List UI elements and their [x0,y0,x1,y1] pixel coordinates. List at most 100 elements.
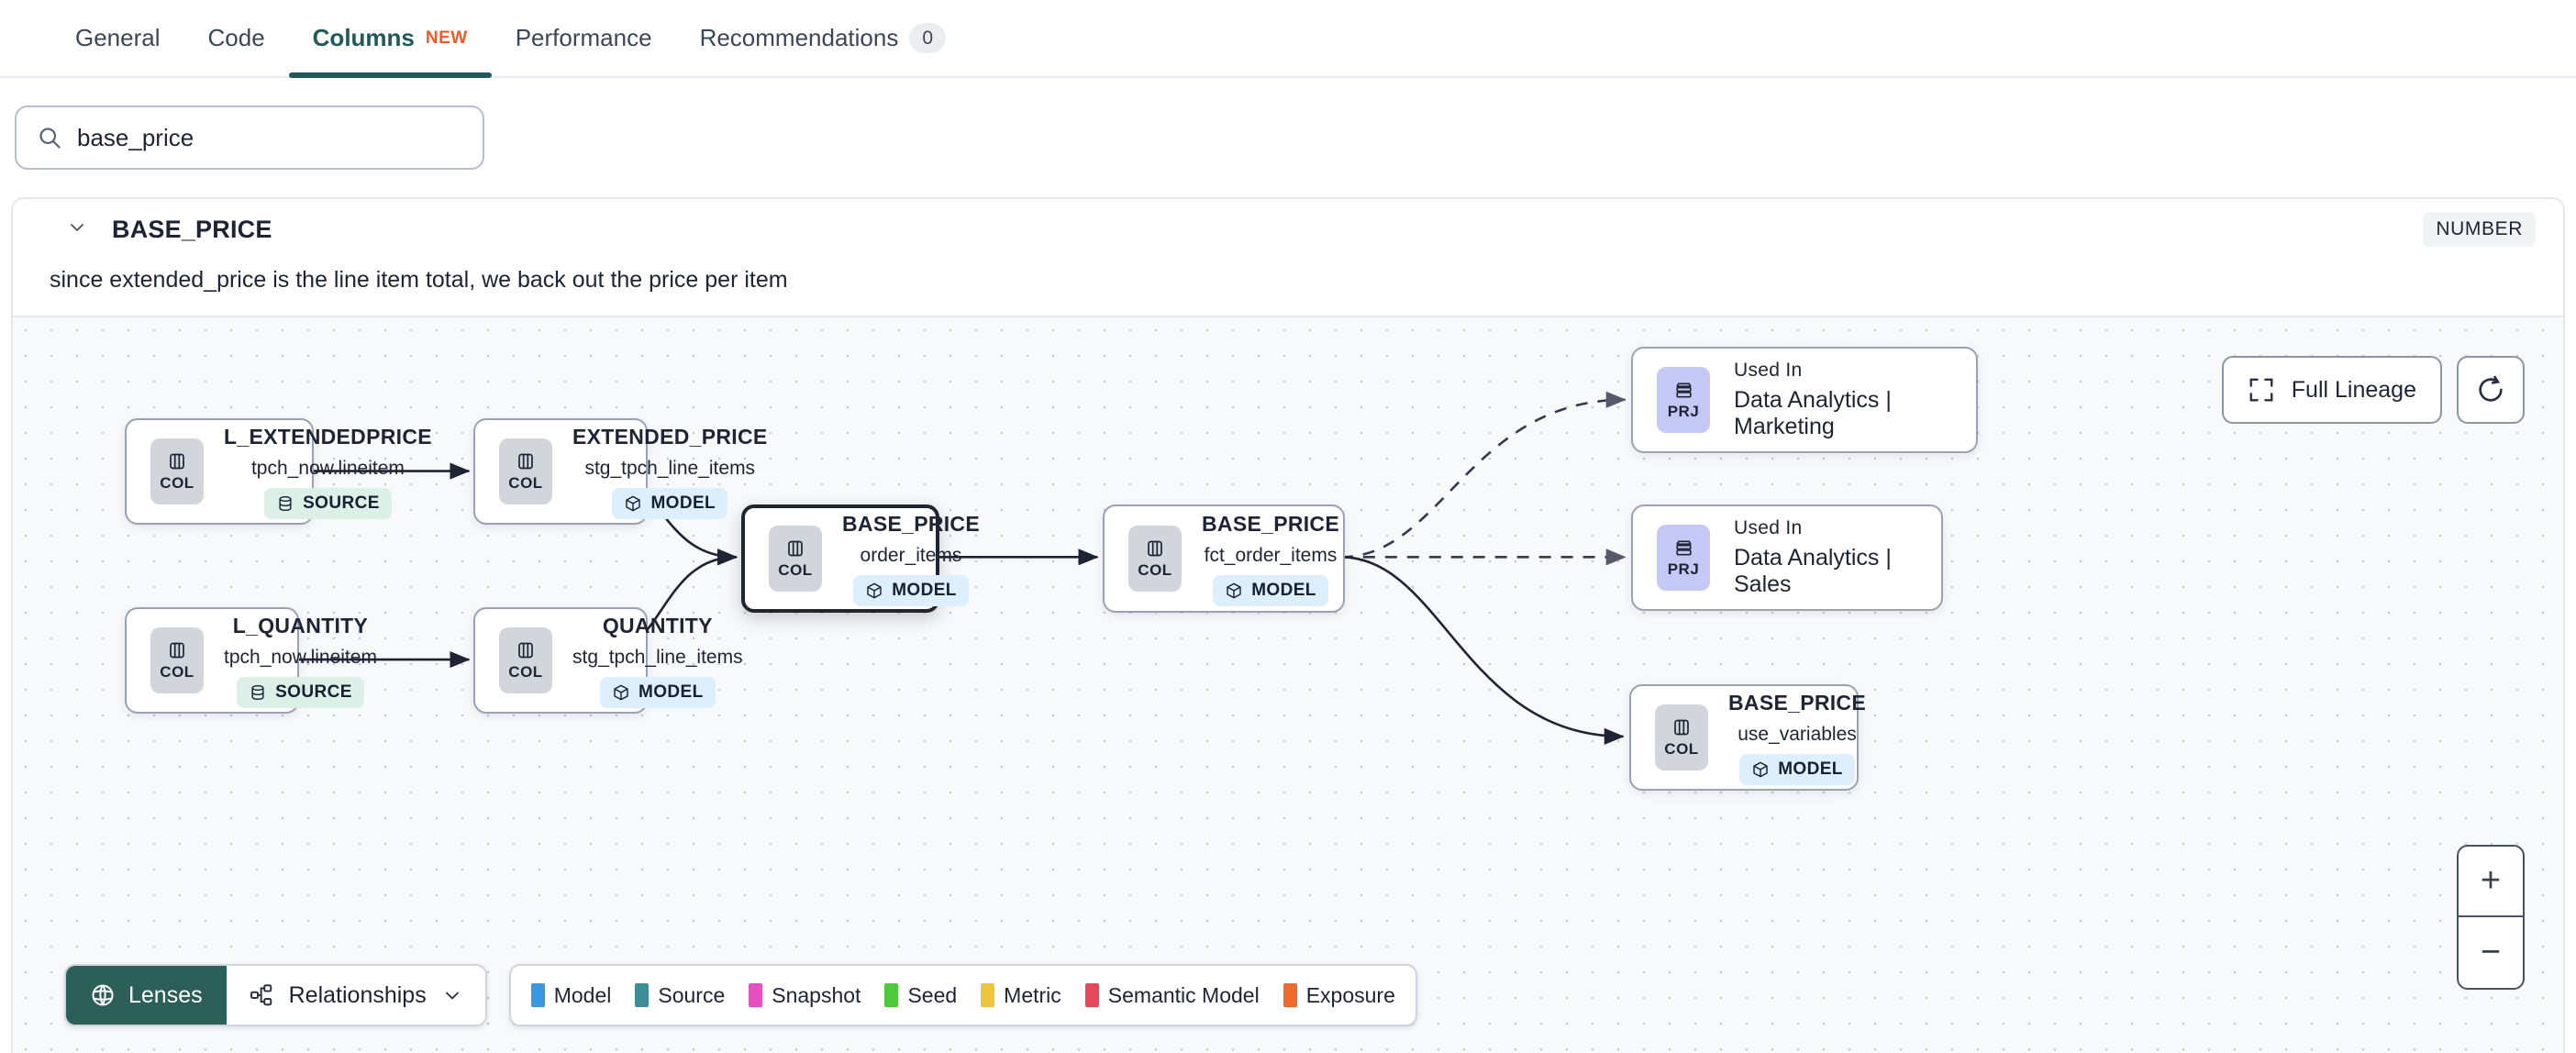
legend-label: Metric [1004,982,1061,1007]
tab-recommendations[interactable]: Recommendations 0 [676,0,970,76]
node-subtitle: use_variables [1738,723,1857,745]
node-pill-label: SOURCE [275,682,352,702]
aperture-icon [90,982,116,1008]
lineage-node-quantity[interactable]: COL QUANTITY stg_tpch_line_items MODEL [473,607,743,714]
lineage-node-base-price-use-variables[interactable]: COL BASE_PRICE use_variables MODEL [1629,684,1866,791]
zoom-controls: + − [2457,845,2525,990]
cube-icon [1225,582,1243,600]
col-badge-label: COL [778,561,813,579]
col-badge: COL [1128,526,1182,592]
search-input[interactable]: base_price [15,105,484,170]
column-icon [166,450,188,472]
lineage-node-project-sales[interactable]: PRJ Used In Data Analytics | Sales [1631,504,1943,611]
lineage-node-project-marketing[interactable]: PRJ Used In Data Analytics | Marketing [1631,347,1978,453]
legend-label: Model [553,982,612,1007]
prj-badge-label: PRJ [1667,402,1700,420]
tab-new-badge: NEW [425,28,468,48]
col-badge: COL [499,438,552,504]
legend-item-exposure[interactable]: Exposure [1282,983,1395,1008]
tab-columns[interactable]: Columns NEW [288,0,492,78]
refresh-button[interactable] [2457,356,2525,424]
tab-performance[interactable]: Performance [492,0,676,76]
lineage-node-base-price-order-items[interactable]: COL BASE_PRICE order_items MODEL [741,504,980,613]
node-title: Used In [1734,517,1803,538]
chevron-down-icon[interactable] [66,216,88,243]
node-subtitle: stg_tpch_line_items [572,646,743,668]
lineage-node-l-extendedprice[interactable]: COL L_EXTENDEDPRICE tpch_now.lineitem SO… [125,418,432,525]
node-type-pill: MODEL [612,487,728,519]
node-title: L_EXTENDEDPRICE [224,424,432,449]
lineage-node-base-price-fct-order-items[interactable]: COL BASE_PRICE fct_order_items MODEL [1103,504,1345,613]
column-header[interactable]: BASE_PRICE NUMBER [13,199,2563,260]
tab-label: Columns [312,24,415,51]
prj-badge: PRJ [1657,367,1710,433]
lineage-node-l-quantity[interactable]: COL L_QUANTITY tpch_now.lineitem SOURCE [125,607,377,714]
node-pill-label: MODEL [638,682,704,702]
legend-label: Semantic Model [1107,982,1260,1007]
lineage-canvas[interactable]: Full Lineage COL L_E [13,316,2563,1053]
tab-label: Recommendations [699,24,899,51]
column-icon [515,450,537,472]
node-type-pill: MODEL [600,676,716,708]
database-icon [249,683,267,702]
lineage-top-controls: Full Lineage [2221,356,2525,424]
refresh-icon [2475,374,2506,405]
node-subtitle: tpch_now.lineitem [250,457,405,479]
col-badge-label: COL [508,663,543,681]
cube-icon [612,683,630,702]
legend-item-metric[interactable]: Metric [981,983,1061,1008]
page-title: BASE_PRICE [112,215,272,243]
project-icon [1673,538,1694,559]
column-icon [515,639,537,661]
node-pill-label: SOURCE [303,493,380,513]
node-title: BASE_PRICE [1202,511,1339,536]
legend-item-semantic-model[interactable]: Semantic Model [1084,982,1260,1008]
database-icon [276,494,294,513]
zoom-in-button[interactable]: + [2459,847,2523,917]
lineage-node-extended-price[interactable]: COL EXTENDED_PRICE stg_tpch_line_items M… [473,418,767,525]
lenses-label: Lenses [128,981,203,1008]
node-title: QUANTITY [602,613,713,637]
node-subtitle: stg_tpch_line_items [584,457,756,479]
search-icon [37,125,62,150]
legend-item-seed[interactable]: Seed [884,983,957,1008]
legend-item-source[interactable]: Source [635,983,725,1008]
node-pill-label: MODEL [892,580,957,600]
node-pill-label: MODEL [1251,580,1316,600]
cube-icon [865,582,883,600]
tab-general[interactable]: General [51,0,184,76]
legend-swatch [1084,983,1099,1007]
relationships-button[interactable]: Relationships [226,966,485,1025]
node-subtitle: Data Analytics | Marketing [1734,387,1892,439]
relationships-label: Relationships [288,981,427,1008]
col-badge-label: COL [160,663,194,681]
legend-item-snapshot[interactable]: Snapshot [749,983,861,1008]
tab-code[interactable]: Code [184,0,289,76]
col-badge: COL [769,526,822,592]
node-title: EXTENDED_PRICE [572,424,768,449]
full-lineage-label: Full Lineage [2291,376,2416,403]
column-type-badge: NUMBER [2423,212,2536,247]
node-title: L_QUANTITY [232,613,369,637]
node-type-pill: MODEL [1213,574,1328,606]
search-value: base_price [77,123,194,151]
lenses-button[interactable]: Lenses [66,966,227,1025]
legend-swatch [635,983,650,1007]
legend-swatch [981,983,995,1007]
relationships-icon [249,982,274,1008]
legend-item-model[interactable]: Model [530,982,612,1008]
col-badge-label: COL [508,474,543,492]
tab-label: Performance [515,24,652,51]
node-subtitle: tpch_now.lineitem [224,646,377,668]
node-subtitle: Data Analytics | Sales [1734,545,1892,597]
prj-badge-label: PRJ [1667,560,1700,578]
col-badge: COL [150,627,204,693]
lineage-legend: Model Source Snapshot Seed Metric [508,964,1417,1026]
column-icon [784,538,806,560]
full-lineage-button[interactable]: Full Lineage [2221,356,2442,424]
recommendations-count-badge: 0 [909,22,947,54]
node-subtitle: order_items [860,544,962,566]
node-type-pill: MODEL [853,574,969,606]
node-title: BASE_PRICE [842,511,980,536]
zoom-out-button[interactable]: − [2480,933,2502,971]
